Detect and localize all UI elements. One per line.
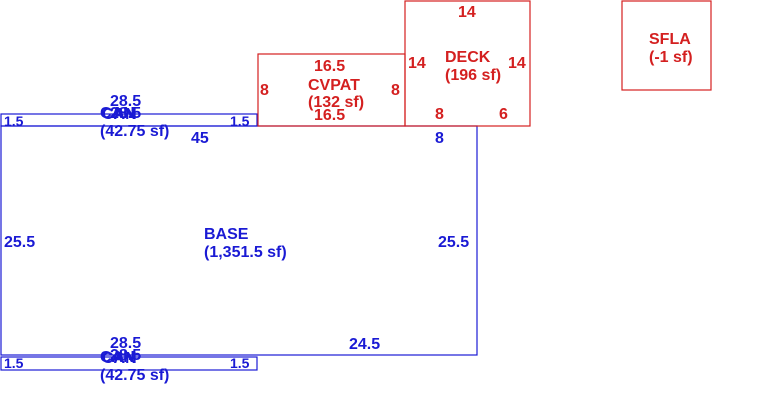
cantilever-top-area: (42.75 sf)	[100, 123, 169, 140]
cvpat-area-size: (132 sf)	[308, 94, 364, 111]
cantilever-bottom[interactable]: 28.5 28.5 CAN CAN (42.75 sf) 1.5 1.5	[0, 335, 258, 384]
cantilever-bottom-dim-right: 1.5	[230, 355, 250, 371]
cvpat-dim-right: 8	[391, 82, 400, 99]
cvpat-dim-top: 16.5	[314, 58, 345, 75]
cantilever-top-code-a: CAN	[100, 105, 135, 122]
base-dim-left: 25.5	[4, 234, 35, 251]
base-area-name: BASE	[204, 226, 249, 243]
base-dim-bottom: 24.5	[349, 336, 380, 353]
deck-dim-bottom-right: 6	[499, 106, 508, 123]
base-area-outline	[0, 125, 478, 356]
base-dim-top-right: 8	[435, 130, 444, 147]
base-dim-right: 25.5	[438, 234, 469, 251]
cantilever-bottom-code-b: CAN	[102, 350, 137, 367]
sfla-area-outline	[621, 0, 712, 91]
cantilever-top-dim-right: 1.5	[230, 113, 250, 129]
cantilever-bottom-dim-top-a: 28.5	[110, 335, 141, 352]
cvpat-area-name: CVPAT	[308, 77, 360, 94]
deck-dim-top: 14	[458, 4, 476, 21]
cvpat-area[interactable]: 16.5 CVPAT (132 sf) 16.5 8 8	[257, 53, 406, 127]
cvpat-dim-left: 8	[260, 82, 269, 99]
cvpat-dim-bottom: 16.5	[314, 107, 345, 124]
cantilever-top-dim-top-a: 28.5	[110, 93, 141, 110]
base-dim-top: 45	[191, 130, 209, 147]
deck-area[interactable]: 14 DECK (196 sf) 14 14 8 6	[404, 0, 531, 127]
cantilever-top-dim-left: 1.5	[4, 113, 24, 129]
cantilever-top-code-b: CAN	[102, 106, 137, 123]
cantilever-bottom-outline	[0, 356, 258, 371]
cantilever-top[interactable]: 28.5 28.5 CAN CAN (42.75 sf) 1.5 1.5	[0, 93, 258, 140]
cantilever-bottom-dim-left: 1.5	[4, 355, 24, 371]
deck-area-outline	[404, 0, 531, 127]
deck-dim-bottom-left: 8	[435, 106, 444, 123]
cantilever-bottom-code-a: CAN	[100, 349, 135, 366]
sfla-area-name: SFLA	[649, 31, 691, 48]
sfla-area-size: (-1 sf)	[649, 49, 693, 66]
deck-area-name: DECK	[445, 49, 491, 66]
sfla-area[interactable]: SFLA (-1 sf)	[621, 0, 712, 91]
base-area[interactable]: BASE (1,351.5 sf) 45 8 25.5 25.5 24.5	[0, 125, 478, 356]
cantilever-top-dim-top-b: 28.5	[110, 105, 141, 122]
cantilever-bottom-dim-top-b: 28.5	[110, 347, 141, 364]
deck-dim-left: 14	[408, 55, 426, 72]
deck-area-size: (196 sf)	[445, 67, 501, 84]
base-area-size: (1,351.5 sf)	[204, 244, 287, 261]
deck-dim-right: 14	[508, 55, 526, 72]
cantilever-bottom-area: (42.75 sf)	[100, 367, 169, 384]
